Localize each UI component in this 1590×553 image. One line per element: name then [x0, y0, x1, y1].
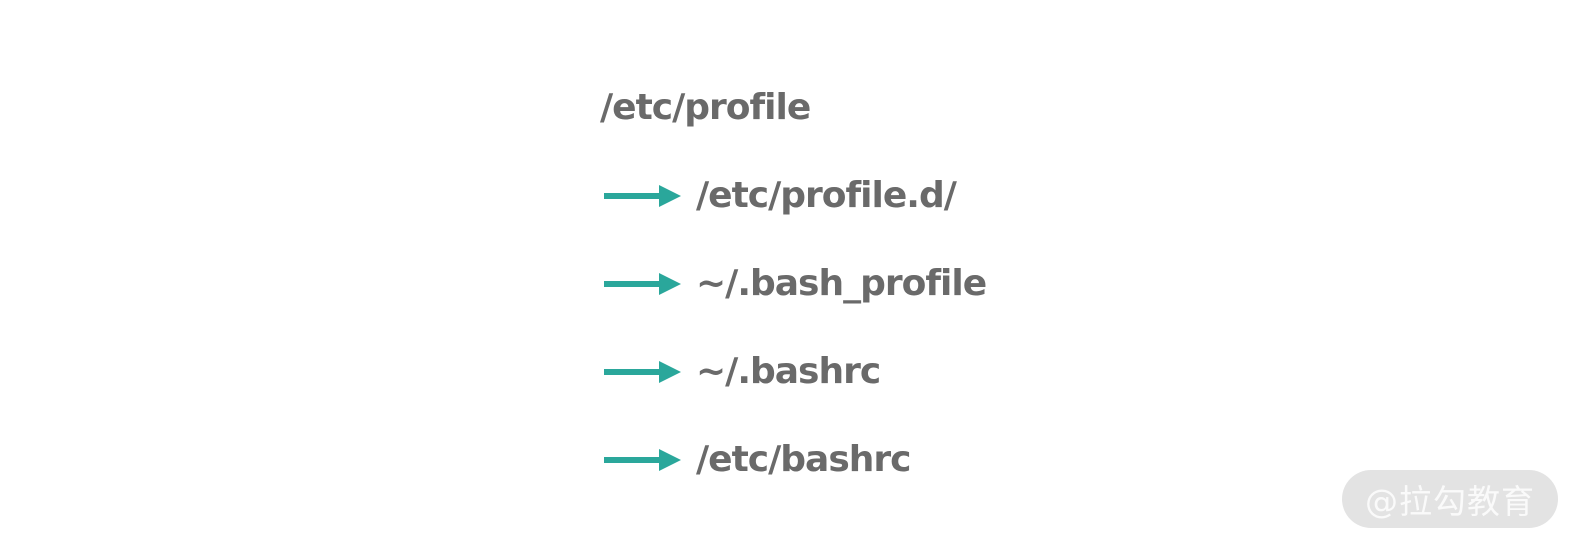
- diagram-row: ~/.bashrc: [600, 347, 986, 397]
- file-label: /etc/bashrc: [696, 439, 911, 480]
- diagram-row: /etc/bashrc: [600, 435, 986, 485]
- right-arrow-icon: [604, 183, 682, 209]
- diagram-row-root: /etc/profile: [600, 83, 986, 133]
- diagram-row: /etc/profile.d/: [600, 171, 986, 221]
- watermark-badge: @拉勾教育: [1342, 470, 1558, 528]
- file-label: ~/.bashrc: [696, 351, 881, 392]
- file-label: /etc/profile.d/: [696, 175, 957, 216]
- right-arrow-icon: [604, 359, 682, 385]
- file-flow-diagram: /etc/profile /etc/profile.d/ ~/.bash_pro…: [600, 83, 987, 485]
- diagram-row: ~/.bash_profile: [600, 259, 987, 309]
- root-file-label: /etc/profile: [600, 87, 811, 128]
- right-arrow-icon: [604, 447, 682, 473]
- right-arrow-icon: [604, 271, 682, 297]
- watermark-text: @拉勾教育: [1365, 482, 1535, 521]
- file-label: ~/.bash_profile: [696, 263, 987, 304]
